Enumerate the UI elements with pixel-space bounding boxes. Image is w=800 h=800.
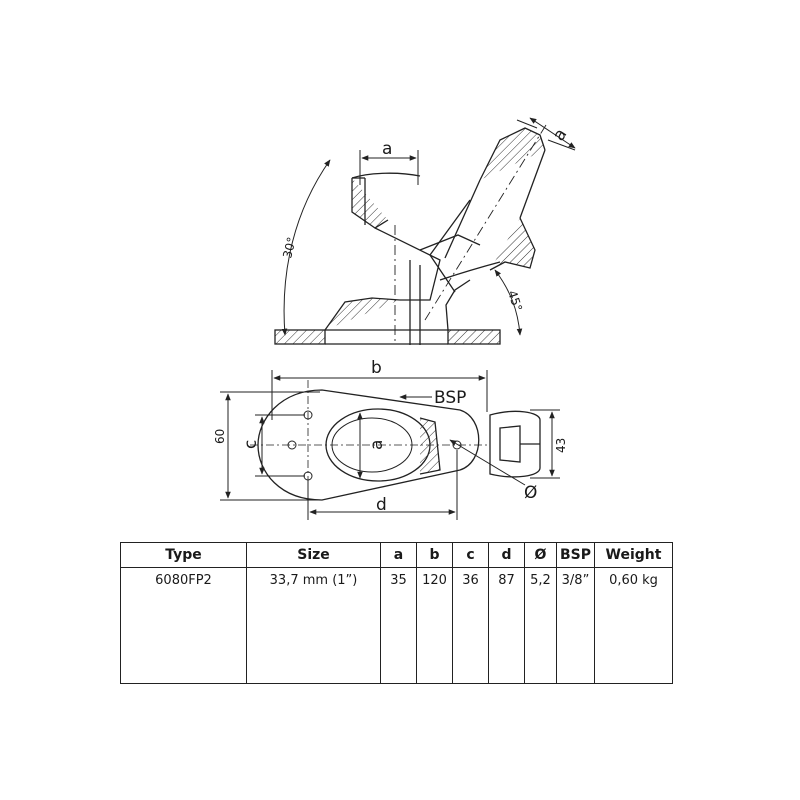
- cell-type: 6080FP2: [120, 567, 247, 684]
- arc-30-deg: [281, 159, 331, 336]
- dim-b: [271, 370, 488, 420]
- label-a-vertical: a: [382, 139, 392, 159]
- base-plate: [274, 279, 501, 345]
- label-45-deg: 45°: [505, 289, 525, 314]
- cell-size: 33,7 mm (1”): [246, 567, 381, 684]
- diameter-leader: [449, 439, 526, 486]
- label-diameter: Ø: [524, 483, 537, 503]
- arc-45-deg: [494, 269, 523, 336]
- col-header-a: a: [380, 542, 417, 568]
- label-60: 60: [213, 429, 227, 444]
- cell-b: 120: [416, 567, 453, 684]
- col-header-size: Size: [246, 542, 381, 568]
- label-43: 43: [554, 438, 568, 453]
- dim-a-vertical: [359, 150, 419, 185]
- label-a-plan: a: [367, 440, 387, 450]
- technical-drawing: a a 30° 45°: [213, 117, 576, 520]
- cell-diameter: 5,2: [524, 567, 557, 684]
- label-bsp: BSP: [434, 388, 466, 408]
- dim-d: [307, 450, 458, 520]
- label-b: b: [371, 358, 382, 378]
- col-header-diameter: Ø: [524, 542, 557, 568]
- label-c: c: [241, 440, 261, 449]
- vertical-socket: [351, 172, 441, 345]
- col-header-type: Type: [120, 542, 247, 568]
- socket-end-view: [489, 410, 541, 478]
- col-header-b: b: [416, 542, 453, 568]
- table-row: 6080FP2 33,7 mm (1”) 35 120 36 87 5,2 3/…: [120, 567, 673, 684]
- label-30-deg: 30°: [280, 236, 299, 260]
- dim-c: [255, 414, 305, 477]
- cell-c: 36: [452, 567, 489, 684]
- dim-43: [530, 409, 560, 479]
- cell-bsp: 3/8”: [556, 567, 595, 684]
- flange-outline: [257, 389, 480, 501]
- spec-table: Type Size a b c d Ø BSP Weight 6080FP2 3…: [120, 542, 673, 684]
- plan-view: [220, 370, 560, 520]
- side-view: [274, 117, 576, 345]
- col-header-d: d: [488, 542, 525, 568]
- col-header-bsp: BSP: [556, 542, 595, 568]
- col-header-c: c: [452, 542, 489, 568]
- cell-a: 35: [380, 567, 417, 684]
- cell-weight: 0,60 kg: [594, 567, 673, 684]
- label-d: d: [376, 495, 387, 515]
- table-header-row: Type Size a b c d Ø BSP Weight: [120, 542, 673, 568]
- cell-d: 87: [488, 567, 525, 684]
- dim-a-angled: [516, 117, 576, 151]
- angled-socket: [419, 124, 547, 321]
- col-header-weight: Weight: [594, 542, 673, 568]
- dim-60: [220, 391, 320, 501]
